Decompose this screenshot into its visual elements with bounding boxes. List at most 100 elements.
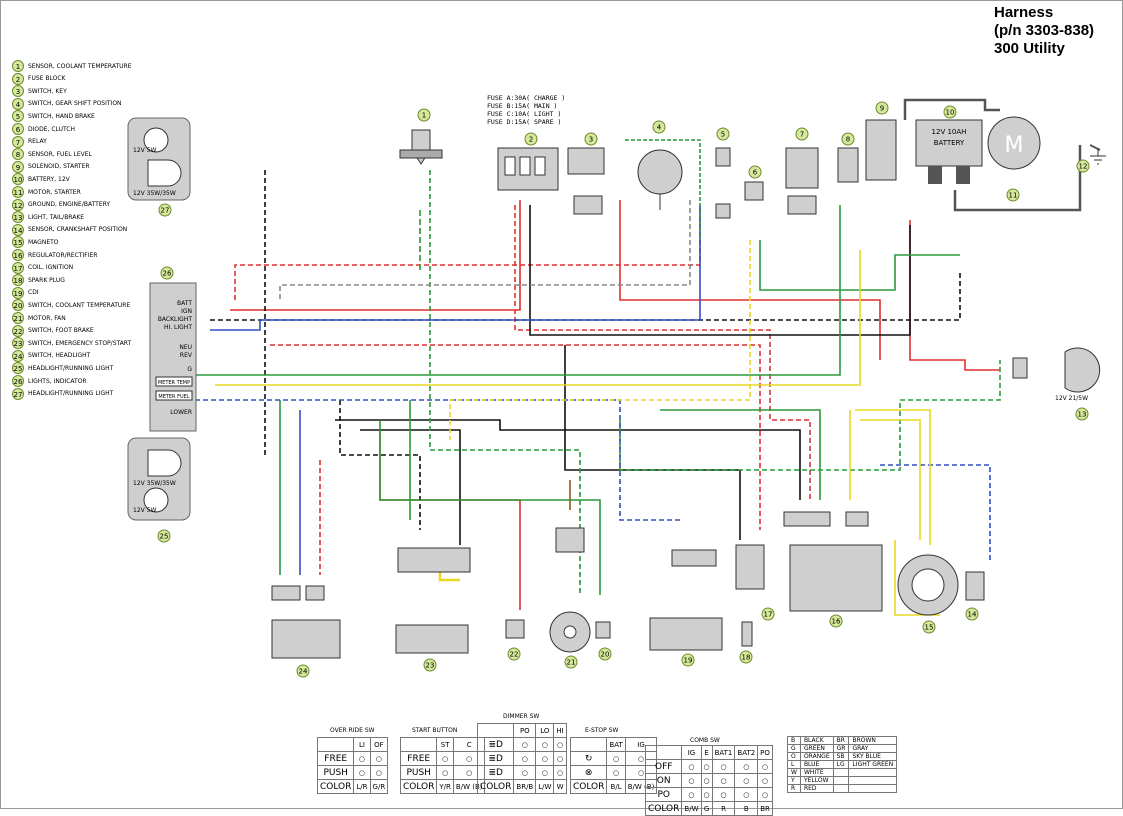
table-cell: ○ bbox=[369, 765, 389, 780]
legend-item: 10 BATTERY, 12V bbox=[12, 173, 70, 186]
battery-label: BATTERY bbox=[934, 139, 965, 147]
svg-text:12: 12 bbox=[1079, 163, 1088, 171]
contact-icon: ○ bbox=[442, 768, 449, 777]
ground-icon bbox=[1090, 148, 1106, 165]
badge: 19 bbox=[681, 653, 695, 667]
table-cell: ○ bbox=[734, 759, 759, 774]
table-cell: COLOR bbox=[569, 779, 608, 794]
table-cell: FREE bbox=[316, 751, 355, 766]
legend-text: SWITCH, EMERGENCY STOP/START bbox=[28, 339, 132, 347]
table-row: ⊗○○ bbox=[569, 765, 658, 780]
legend-number-badge: 25 bbox=[12, 362, 24, 375]
table-cell: ○ bbox=[535, 737, 555, 752]
gear-shift-switch bbox=[637, 149, 683, 195]
contact-icon: ○ bbox=[720, 762, 727, 771]
badge: 22 bbox=[507, 647, 521, 661]
table-cell: ○ bbox=[681, 787, 702, 802]
legend-text: SWITCH, HEADLIGHT bbox=[28, 352, 91, 360]
contact-icon: ○ bbox=[521, 768, 528, 777]
legend-text: BATTERY, 12V bbox=[28, 175, 70, 183]
contact-icon: ○ bbox=[703, 762, 710, 771]
table-header-cell bbox=[644, 745, 683, 760]
legend-number-badge: 12 bbox=[12, 198, 24, 211]
table-header-cell: BAT2 bbox=[734, 745, 759, 760]
contact-icon: ○ bbox=[637, 768, 645, 777]
svg-text:16: 16 bbox=[832, 618, 841, 626]
crankshaft-sensor bbox=[965, 571, 985, 601]
table-row: PO○○○○○ bbox=[644, 787, 773, 802]
svg-text:14: 14 bbox=[968, 611, 977, 619]
legend-text: MOTOR, FAN bbox=[28, 314, 66, 322]
fuse-a-label: FUSE A:30A( CHARGE ) bbox=[487, 94, 565, 102]
meter-temp-box bbox=[155, 376, 193, 387]
table-cell: ○ bbox=[700, 773, 713, 788]
color-code-cell: SB bbox=[832, 752, 850, 761]
contact-icon: ○ bbox=[613, 754, 620, 763]
table-cell: ○ bbox=[711, 759, 736, 774]
cdi-connector bbox=[671, 549, 717, 567]
legend-number-badge: 11 bbox=[12, 186, 24, 198]
badge: 25 bbox=[157, 529, 171, 543]
table-row: FREE○○ bbox=[316, 751, 389, 766]
badge: 5 bbox=[716, 127, 730, 141]
legend-text: SWITCH, HAND BRAKE bbox=[28, 112, 95, 120]
wire-yellow bbox=[849, 409, 931, 545]
contact-icon: ○ bbox=[761, 762, 769, 771]
legend-number-badge: 10 bbox=[12, 173, 24, 186]
svg-text:8: 8 bbox=[846, 136, 850, 144]
wire-green bbox=[429, 170, 581, 595]
badge: 8 bbox=[841, 132, 855, 146]
wire-black bbox=[335, 419, 801, 500]
table-header-cell: LO bbox=[535, 723, 555, 738]
badge: 24 bbox=[296, 664, 310, 678]
battery bbox=[915, 119, 983, 167]
table-cell: Y/R bbox=[436, 779, 454, 794]
legend-text: RELAY bbox=[28, 138, 47, 146]
wire-green bbox=[195, 205, 841, 376]
table-cell: ○ bbox=[711, 787, 736, 802]
svg-text:24: 24 bbox=[299, 668, 308, 676]
color-code-cell: RED bbox=[799, 784, 834, 793]
wire-blue bbox=[880, 464, 991, 560]
key-switch-top bbox=[567, 147, 605, 175]
color-code-cell: L bbox=[787, 760, 801, 769]
svg-text:26: 26 bbox=[163, 270, 172, 278]
legend-text: SWITCH, GEAR SHIFT POSITION bbox=[28, 100, 122, 108]
estop-start-connector bbox=[397, 547, 471, 573]
table-cell: ○ bbox=[513, 737, 537, 752]
badge: 12 bbox=[1076, 159, 1090, 173]
wire-green bbox=[379, 420, 601, 595]
table-cell: L/W bbox=[535, 779, 555, 794]
contact-icon: ○ bbox=[557, 768, 564, 777]
legend-number-badge: 7 bbox=[12, 135, 24, 148]
wiring-diagram: 12V 5W 12V 35W/35W 12V 35W/35W 12V 5W BA… bbox=[127, 94, 1106, 678]
table-cell: ○ bbox=[734, 787, 759, 802]
indicator-label: BACKLIGHT bbox=[158, 316, 193, 323]
contact-icon: ○ bbox=[761, 790, 769, 799]
table-header-cell: OF bbox=[369, 737, 389, 752]
contact-icon: ○ bbox=[743, 790, 750, 799]
legend-text: SENSOR, CRANKSHAFT POSITION bbox=[28, 226, 128, 234]
color-code-cell: GRAY bbox=[848, 744, 898, 753]
indicator-label: REV bbox=[180, 352, 193, 359]
contact-icon: ○ bbox=[688, 762, 695, 771]
legend-text: MOTOR, STARTER bbox=[28, 188, 81, 196]
badge: 10 bbox=[943, 105, 957, 119]
table-cell: ○ bbox=[734, 773, 759, 788]
svg-text:25: 25 bbox=[160, 533, 169, 541]
contact-icon: ○ bbox=[521, 754, 528, 763]
contact-icon: ○ bbox=[703, 790, 710, 799]
svg-text:1: 1 bbox=[422, 112, 426, 120]
estop-switch-title: E-STOP SW bbox=[585, 727, 619, 734]
